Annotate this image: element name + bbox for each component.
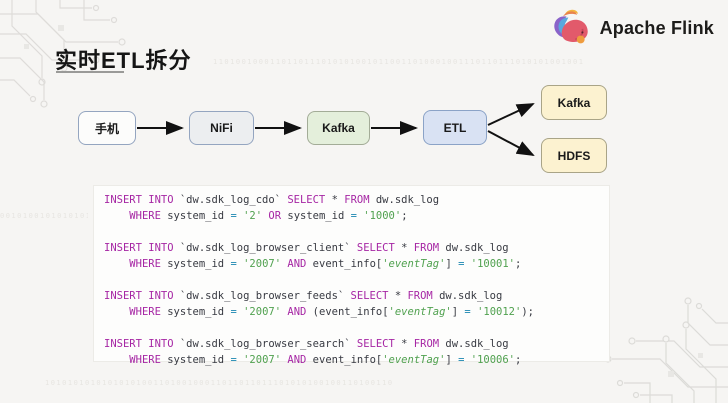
binary-decoration-left: 0010100101010101 00 [0,212,88,220]
code-line: WHERE system_id = '2' OR system_id = '10… [129,210,408,222]
code-line: WHERE system_id = '2007' AND event_info[… [129,354,522,366]
diagram-node-kafka-in: Kafka [307,111,370,145]
diagram-node-phone: 手机 [78,111,136,145]
brand-name: Apache Flink [599,17,714,38]
sql-code-block: INSERT INTO `dw.sdk_log_cdo` SELECT * FR… [93,185,610,366]
binary-decoration-top: 1101001000110110111010101001011001101000… [213,58,585,66]
diagram-node-hdfs: HDFS [541,138,607,173]
binary-decoration-bottom: 1010101010101010100110100100011011011011… [45,379,394,387]
code-line: INSERT INTO `dw.sdk_log_browser_search` … [104,338,509,350]
diagram-node-nifi: NiFi [189,111,254,145]
diagram-node-kafka-out: Kafka [541,85,607,120]
diagram-node-etl: ETL [423,110,487,145]
flink-squirrel-icon [553,9,588,44]
code-line: INSERT INTO `dw.sdk_log_cdo` SELECT * FR… [104,194,440,206]
code-line: INSERT INTO `dw.sdk_log_browser_client` … [104,242,509,254]
apache-flink-logo: Apache Flink [548,6,714,50]
code-blank-line [104,272,601,288]
code-line: WHERE system_id = '2007' AND (event_info… [129,306,534,318]
code-line: INSERT INTO `dw.sdk_log_browser_feeds` S… [104,290,503,302]
title-underline [56,71,124,73]
code-blank-line [104,224,601,240]
code-blank-line [104,320,601,336]
page-title: 实时ETL拆分 [55,47,192,73]
code-line: WHERE system_id = '2007' AND event_info[… [129,258,522,270]
